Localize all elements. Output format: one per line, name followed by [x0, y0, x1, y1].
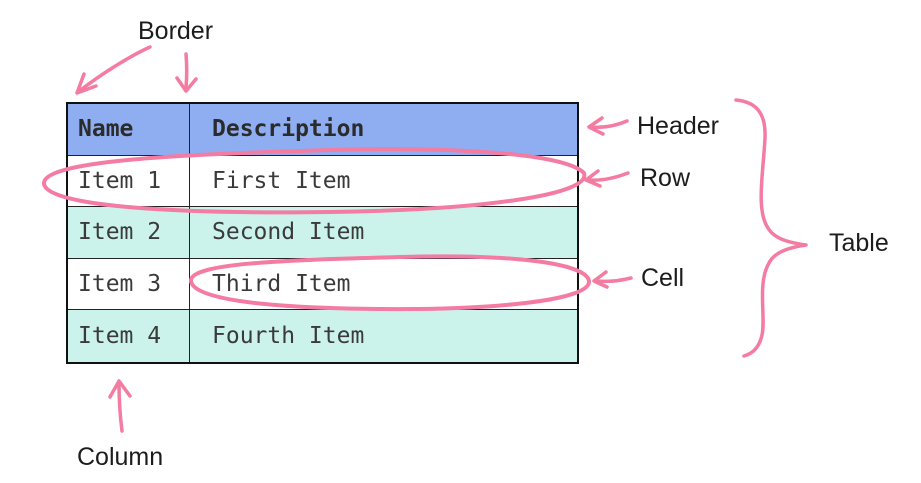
column-label: Column — [77, 443, 164, 471]
row-arrow-icon — [584, 169, 630, 188]
cell-arrow-icon — [592, 270, 633, 289]
sample-table: Name Description Item 1 First Item Item … — [66, 102, 579, 364]
header-cell-description: Description — [190, 104, 577, 156]
border-arrow-vertical-icon — [175, 52, 198, 93]
table-cell: Item 4 — [68, 310, 190, 362]
table-cell: Item 3 — [68, 258, 190, 311]
table-cell: Second Item — [190, 207, 577, 259]
table-cell: First Item — [190, 155, 577, 208]
border-arrow-diagonal-icon — [75, 45, 152, 95]
table-cell: Third Item — [190, 258, 577, 311]
border-label: Border — [138, 17, 214, 45]
table-cell: Item 2 — [68, 207, 190, 259]
row-label: Row — [640, 164, 691, 192]
table-brace-icon — [734, 98, 808, 358]
header-cell-name: Name — [68, 104, 190, 156]
table-cell: Fourth Item — [190, 310, 577, 362]
cell-label: Cell — [641, 264, 685, 292]
header-arrow-icon — [587, 116, 629, 136]
table-label: Table — [829, 229, 889, 257]
column-arrow-icon — [108, 379, 132, 433]
header-label: Header — [637, 112, 719, 140]
table-cell: Item 1 — [68, 155, 190, 208]
